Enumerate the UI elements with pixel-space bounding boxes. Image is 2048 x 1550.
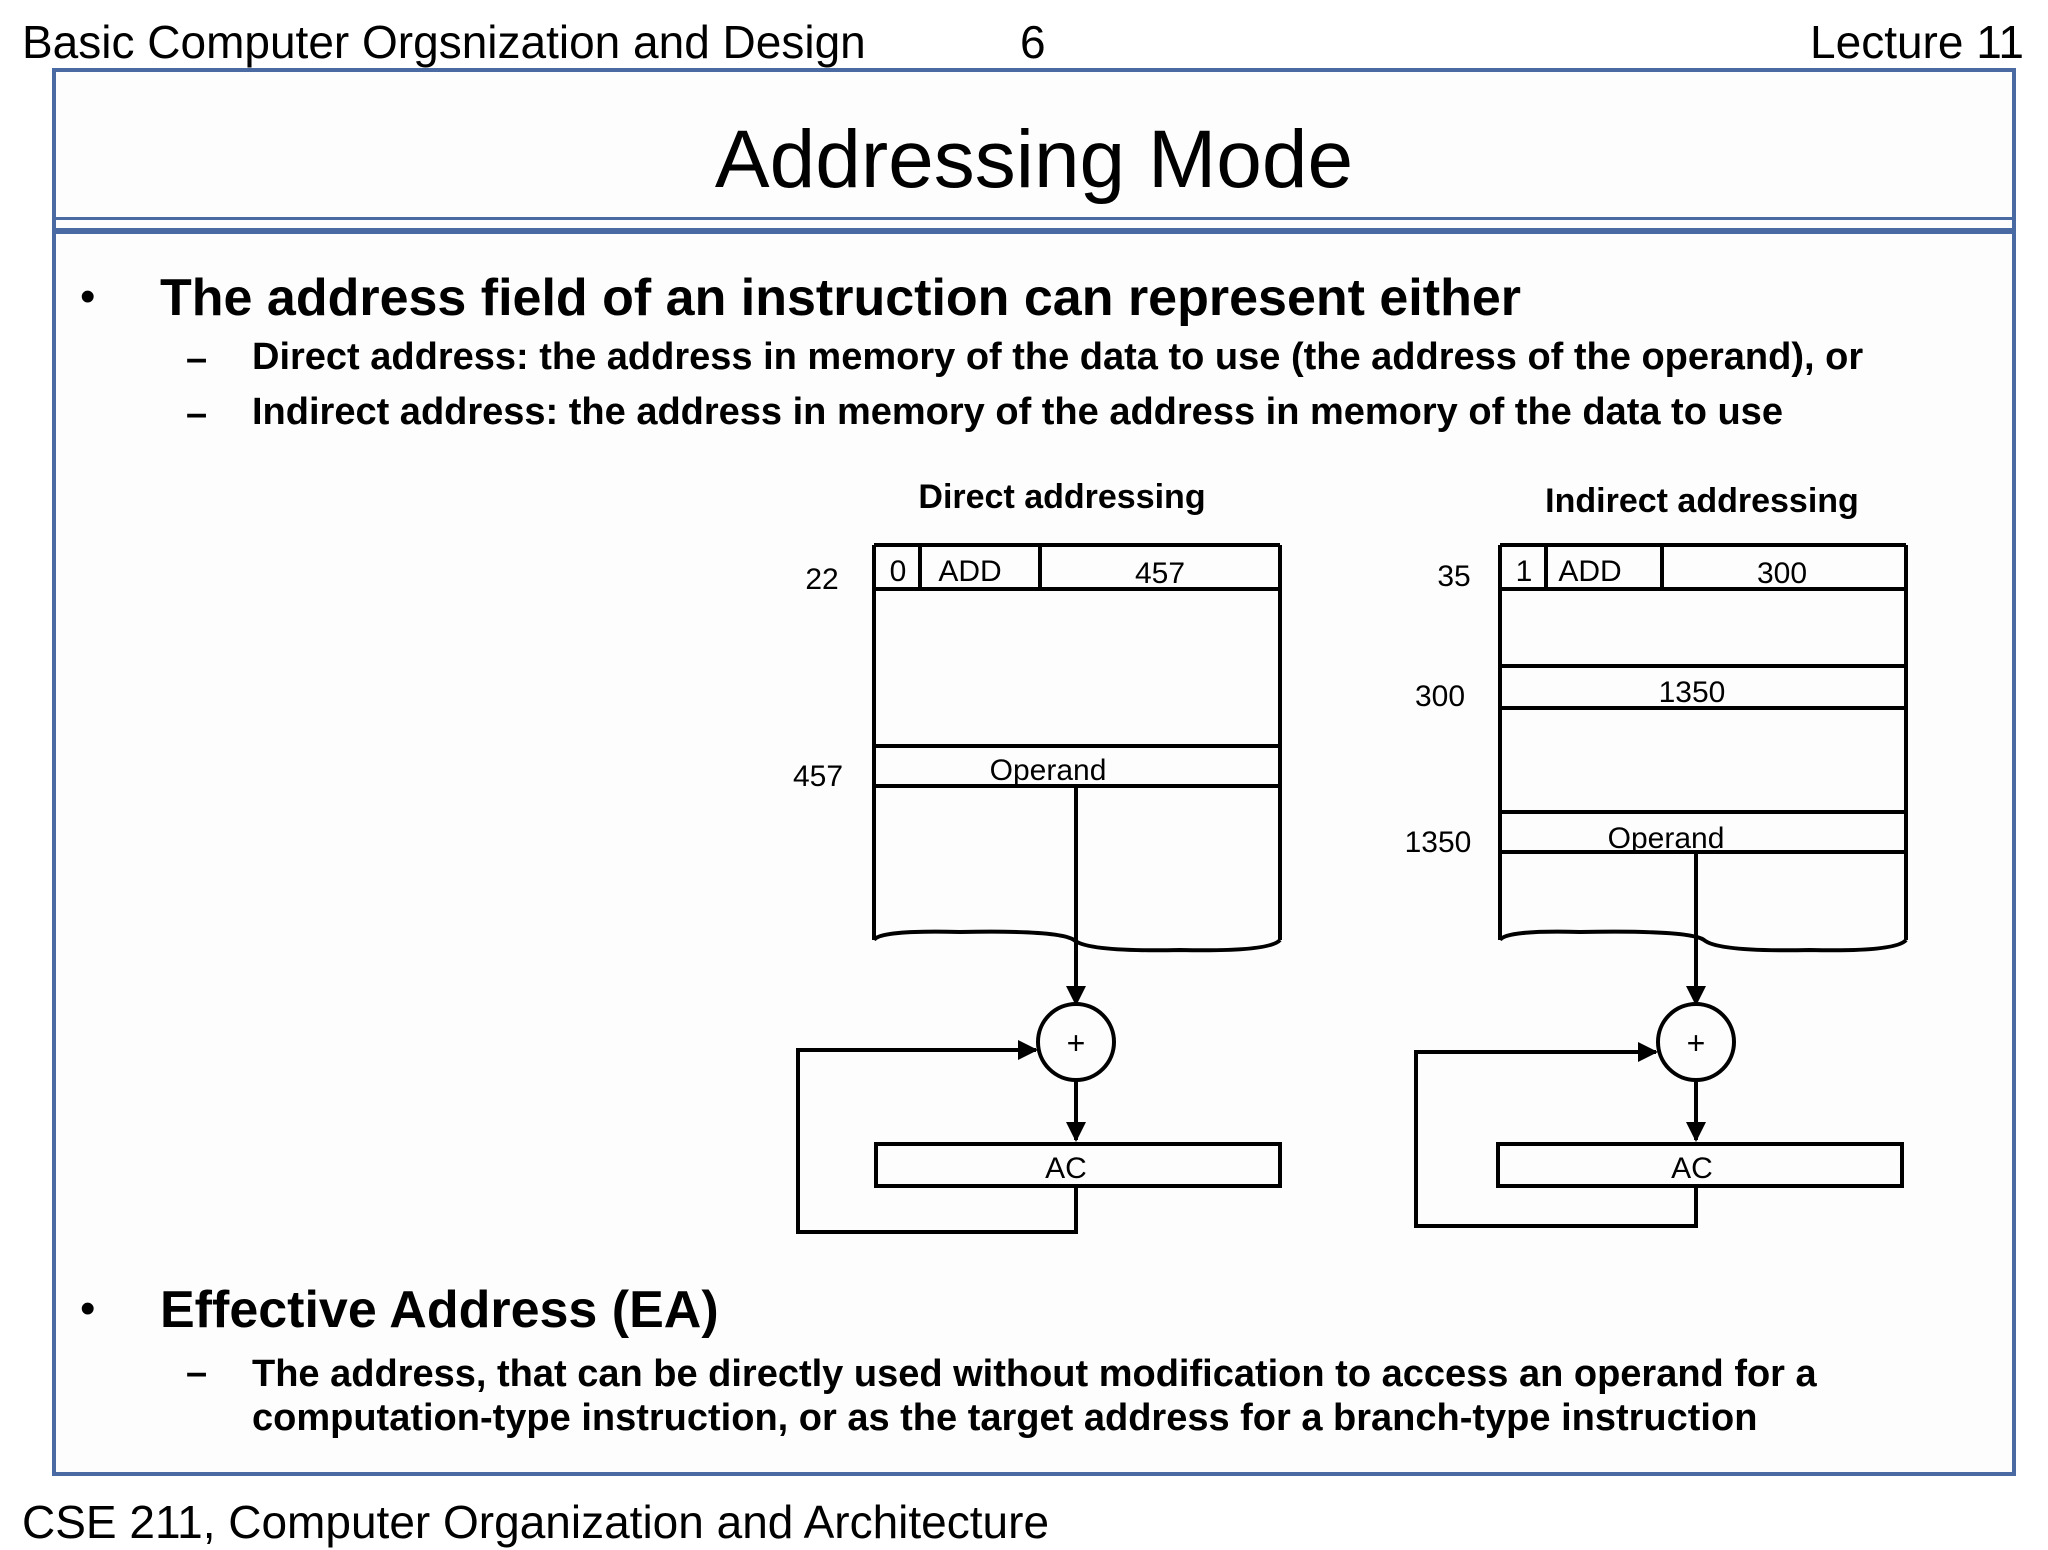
indirect-opcode: ADD — [1558, 555, 1621, 588]
indirect-ac-register: AC — [1671, 1152, 1713, 1185]
direct-instr-address: 22 — [805, 563, 838, 596]
direct-mode-bit: 0 — [890, 555, 907, 588]
slide-title: Addressing Mode — [714, 114, 1354, 205]
dash-marker: – — [186, 338, 208, 380]
direct-datapath — [796, 786, 1282, 1234]
direct-operand-label: Operand — [990, 754, 1107, 787]
indirect-adder-symbol: + — [1687, 1025, 1706, 1061]
sub-bullet-indirect: Indirect address: the address in memory … — [252, 391, 1783, 433]
direct-ac-register: AC — [1045, 1152, 1087, 1185]
indirect-addressing-title: Indirect addressing — [1545, 482, 1859, 520]
indirect-pointer-address: 300 — [1415, 680, 1465, 713]
direct-adder-symbol: + — [1067, 1025, 1086, 1061]
dash-marker: – — [186, 1352, 208, 1394]
slide-frame: Addressing Mode — [52, 68, 2016, 1476]
indirect-memory-block — [1498, 543, 1908, 953]
lecture-label: Lecture 11 — [1810, 16, 2024, 68]
direct-addressing-title: Direct addressing — [918, 478, 1205, 516]
bullet-dot: • — [80, 1284, 96, 1333]
indirect-operand-label: Operand — [1608, 822, 1725, 855]
indirect-mode-bit: 1 — [1516, 555, 1533, 588]
page-number: 6 — [1020, 16, 1046, 68]
indirect-address-field: 300 — [1757, 557, 1807, 590]
indirect-datapath — [1414, 852, 1904, 1228]
indirect-pointer-value: 1350 — [1659, 676, 1726, 709]
indirect-operand-address: 1350 — [1405, 826, 1472, 859]
title-divider-thin — [56, 217, 2012, 220]
footer-course-name: CSE 211, Computer Organization and Archi… — [22, 1496, 1050, 1548]
ea-definition-line1: The address, that can be directly used w… — [252, 1353, 1817, 1395]
bullet-effective-address: Effective Address (EA) — [160, 1281, 719, 1339]
ea-definition-line2: computation-type instruction, or as the … — [252, 1397, 1758, 1439]
direct-address-field: 457 — [1135, 557, 1185, 590]
direct-opcode: ADD — [938, 555, 1001, 588]
title-divider-thick — [56, 228, 2012, 234]
sub-bullet-direct: Direct address: the address in memory of… — [252, 336, 1864, 378]
direct-operand-address: 457 — [793, 760, 843, 793]
bullet-dot: • — [80, 272, 96, 321]
dash-marker: – — [186, 393, 208, 435]
header-course-title: Basic Computer Orgsnization and Design — [22, 16, 866, 68]
indirect-instr-address: 35 — [1437, 560, 1470, 593]
bullet-address-field: The address field of an instruction can … — [160, 269, 1521, 327]
